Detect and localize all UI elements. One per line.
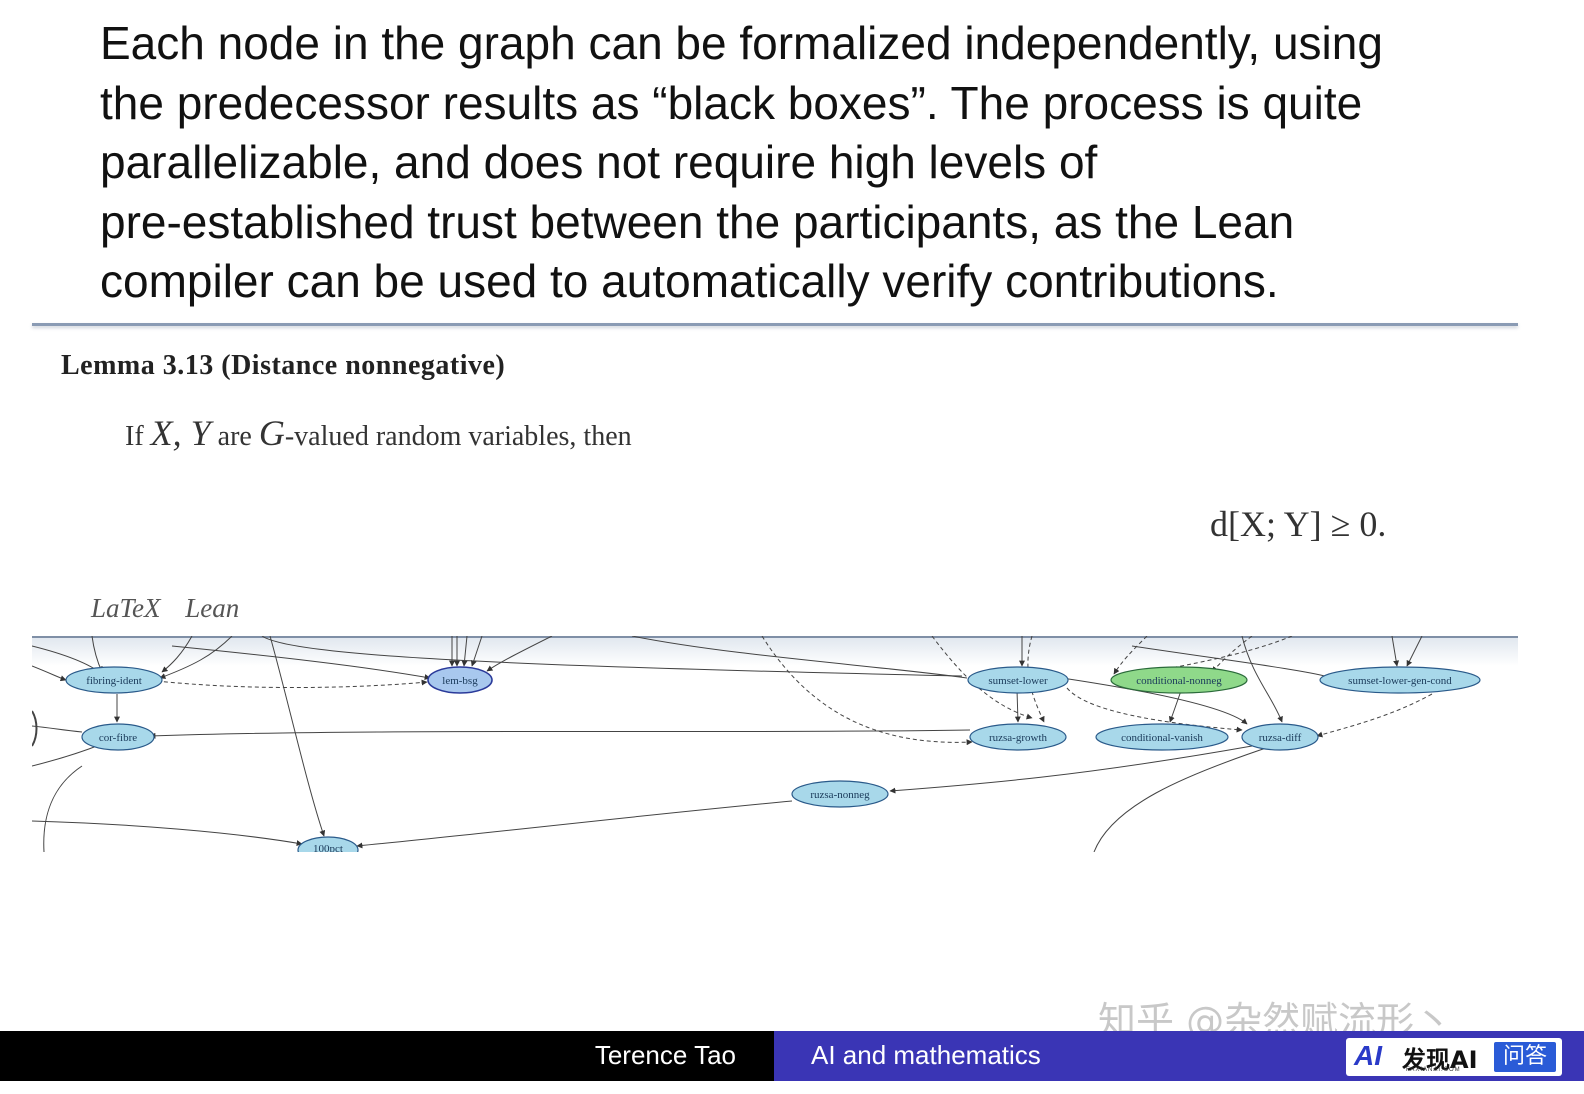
graph-edge <box>1316 693 1433 738</box>
graph-node-label: ruzsa-growth <box>989 732 1048 744</box>
lemma-formula: d[X; Y] ≥ 0. <box>1210 504 1387 544</box>
graph-edge <box>156 679 428 689</box>
graph-edge <box>171 645 431 681</box>
graph-edge <box>1111 636 1293 680</box>
headline-line: compiler can be used to automatically ve… <box>100 255 1279 307</box>
graph-edge <box>1168 687 1183 723</box>
lemma-statement: If X, Y are G-valued random variables, t… <box>125 412 632 454</box>
lemma-body-mid: are <box>210 421 259 452</box>
lemma-body-prefix: If <box>125 421 151 452</box>
graph-nodes: fibring-ident lem-bsg cor-fibre sumset-l… <box>65 666 1481 852</box>
graph-node-label: ruzsa-nonneg <box>810 789 870 801</box>
graph-top-shade <box>32 636 1518 666</box>
graph-edge <box>32 820 303 847</box>
graph-edge <box>32 743 103 767</box>
graph-node-100pct[interactable]: 100pct <box>297 836 359 852</box>
headline-line: parallelizable, and does not require hig… <box>100 136 1098 188</box>
graph-edge <box>1406 636 1423 667</box>
graph-edge <box>32 665 67 682</box>
faxianai-logo: AI 发现AI FAXIANAI.COM 问答 <box>1346 1038 1562 1076</box>
graph-node-ruzsa-nonneg[interactable]: ruzsa-nonneg <box>791 780 889 808</box>
graph-edge <box>32 725 83 733</box>
logo-domain: FAXIANAI.COM <box>1406 1067 1461 1073</box>
graph-node-cor-fibre[interactable]: cor-fibre <box>81 723 155 751</box>
lemma-title: Lemma 3.13 (Distance nonnegative) <box>61 350 506 381</box>
lemma-body-group: G <box>258 413 285 453</box>
tab-lean[interactable]: Lean <box>185 593 240 623</box>
footer-talk-title: AI and mathematics <box>811 1040 1041 1070</box>
graph-edge <box>149 729 971 739</box>
graph-node-ruzsa-diff[interactable]: ruzsa-diff <box>1241 723 1319 751</box>
graph-edge <box>1014 689 1021 723</box>
tab-latex[interactable]: LaTeX <box>91 593 161 623</box>
source-tabs: LaTeX Lean <box>91 593 257 624</box>
graph-node-fibring-ident[interactable]: fibring-ident <box>65 666 163 694</box>
bottom-margin <box>0 1081 1584 1094</box>
slide-headline: Each node in the graph can be formalized… <box>100 14 1500 312</box>
graph-edge <box>1066 687 1243 733</box>
graph-edge <box>161 636 193 673</box>
logo-wordmark: 发现AI <box>1402 1046 1478 1074</box>
graph-node-label: lem-bsg <box>442 675 478 687</box>
graph-edge <box>461 636 468 667</box>
graph-edge <box>1391 636 1400 667</box>
lemma-body-vars: X, Y <box>150 413 211 453</box>
graph-edge <box>1061 677 1248 725</box>
headline-line: the predecessor results as “black boxes”… <box>100 76 1363 129</box>
graph-node-conditional-vanish[interactable]: conditional-vanish <box>1095 723 1229 751</box>
graph-edge <box>1093 745 1273 852</box>
graph-edge <box>1131 645 1333 680</box>
graph-node-label: conditional-nonneg <box>1136 675 1222 687</box>
graph-node-sumset-lower-gen-cond[interactable]: sumset-lower-gen-cond <box>1319 666 1481 694</box>
slide-divider <box>32 323 1518 326</box>
headline-line: Each node in the graph can be formalized… <box>100 17 1383 69</box>
footer-speaker-bar: Terence Tao <box>0 1031 774 1081</box>
graph-node-label: ruzsa-diff <box>1259 732 1302 744</box>
graph-edge <box>159 636 233 679</box>
graph-node-label: sumset-lower-gen-cond <box>1348 675 1452 687</box>
graph-node-label: fibring-ident <box>86 675 142 687</box>
headline-line: pre-established trust between the partic… <box>100 195 1295 248</box>
graph-edge <box>486 636 553 672</box>
graph-edge <box>261 636 963 677</box>
graph-edges <box>32 636 1433 852</box>
graph-edge <box>32 710 38 747</box>
dependency-graph[interactable]: fibring-ident lem-bsg cor-fibre sumset-l… <box>32 636 1518 852</box>
graph-edge <box>1241 636 1283 723</box>
graph-edge <box>1027 636 1045 723</box>
graph-edge <box>931 636 1033 720</box>
graph-node-lem-bsg[interactable]: lem-bsg <box>427 666 493 694</box>
lemma-body-suffix: -valued random variables, then <box>284 421 632 452</box>
graph-node-label: 100pct <box>313 843 343 852</box>
graph-node-conditional-nonneg[interactable]: conditional-nonneg <box>1110 666 1248 694</box>
footer-speaker: Terence Tao <box>594 1040 736 1070</box>
graph-edge <box>269 636 326 837</box>
graph-edge <box>43 765 83 852</box>
graph-node-label: conditional-vanish <box>1121 732 1203 744</box>
graph-node-label: sumset-lower <box>988 675 1048 687</box>
graph-edge <box>631 636 968 679</box>
graph-node-label: cor-fibre <box>99 732 137 744</box>
logo-qa-badge: 问答 <box>1494 1042 1556 1072</box>
graph-node-sumset-lower[interactable]: sumset-lower <box>967 666 1069 694</box>
logo-ai-mark: AI <box>1354 1040 1382 1071</box>
graph-edge <box>356 800 793 849</box>
graph-node-ruzsa-growth[interactable]: ruzsa-growth <box>969 723 1067 751</box>
graph-edge <box>889 745 1253 794</box>
